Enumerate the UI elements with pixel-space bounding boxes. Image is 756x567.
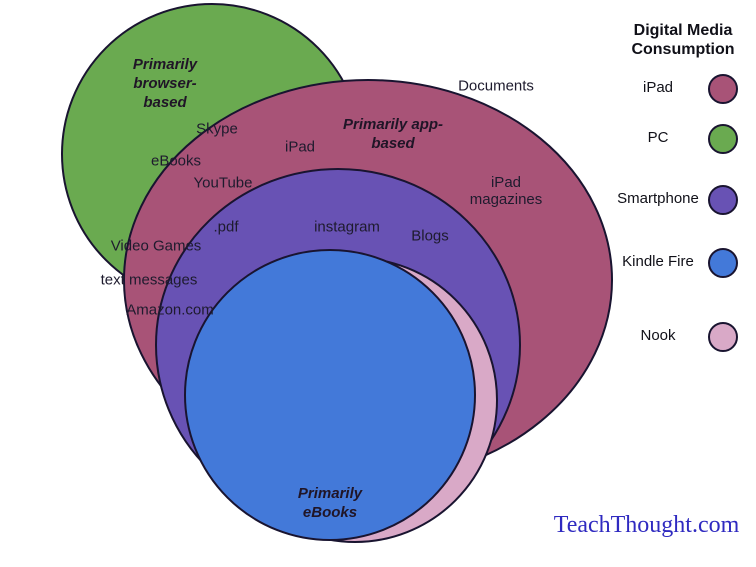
- legend-label-kindle-fire: Kindle Fire: [622, 253, 694, 270]
- item-label-instagram: instagram: [314, 218, 380, 236]
- item-label-documents: Documents: [458, 77, 534, 95]
- legend-title: Digital Media Consumption: [631, 22, 735, 59]
- legend-label-ipad: iPad: [642, 79, 674, 96]
- region-label-ebooks: Primarily eBooks: [297, 484, 363, 521]
- item-label-skype: Skype: [196, 120, 238, 138]
- legend-swatch-nook: [708, 322, 738, 352]
- item-label-amazon: Amazon.com: [126, 301, 214, 319]
- legend-label-nook: Nook: [640, 327, 676, 344]
- item-label-ipad: iPad: [284, 138, 316, 156]
- legend-swatch-smartphone: [708, 185, 738, 215]
- item-label-ipad-magazines: iPad magazines: [469, 174, 543, 208]
- region-label-browser-based: Primarily browser- based: [132, 56, 198, 112]
- item-label-video-games: Video Games: [110, 237, 202, 255]
- item-label-ebooks: eBooks: [150, 152, 202, 170]
- region-label-app-based: Primarily app- based: [342, 115, 444, 152]
- item-label-blogs: Blogs: [411, 227, 449, 245]
- legend-label-smartphone: Smartphone: [617, 190, 699, 207]
- item-label-youtube: YouTube: [193, 174, 253, 192]
- legend-swatch-kindle-fire: [708, 248, 738, 278]
- legend-swatch-pc: [708, 124, 738, 154]
- legend-label-pc: PC: [647, 129, 669, 146]
- item-label-pdf: .pdf: [213, 218, 239, 236]
- item-label-text-messages: text messages: [100, 271, 198, 289]
- kindle-fire-circle: [184, 249, 476, 541]
- legend-swatch-ipad: [708, 74, 738, 104]
- watermark-teachthought: TeachThought.com: [553, 512, 740, 538]
